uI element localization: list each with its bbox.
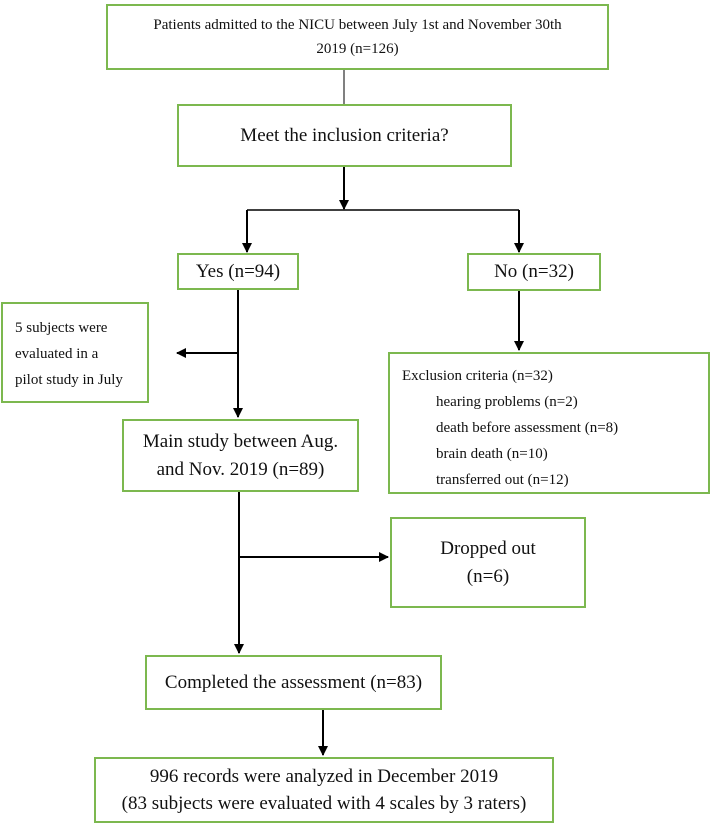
exclusion-item: brain death (n=10) <box>436 446 548 462</box>
exclusion-box: Exclusion criteria (n=32) hearing proble… <box>388 352 710 494</box>
main-line2: and Nov. 2019 (n=89) <box>156 458 325 480</box>
no-box: No (n=32) <box>467 253 601 291</box>
pilot-box: 5 subjects were evaluated in a pilot stu… <box>1 302 149 403</box>
completed-box: Completed the assessment (n=83) <box>145 655 442 710</box>
dropped-line1: Dropped out <box>440 537 536 559</box>
admitted-line2: 2019 (n=126) <box>316 41 399 57</box>
pilot-line1: 5 subjects were <box>15 320 108 336</box>
admitted-box: Patients admitted to the NICU between Ju… <box>106 4 609 70</box>
main-study-box: Main study between Aug. and Nov. 2019 (n… <box>122 419 359 492</box>
inclusion-label: Meet the inclusion criteria? <box>240 124 449 146</box>
analyzed-line1: 996 records were analyzed in December 20… <box>149 766 499 787</box>
pilot-line2: evaluated in a <box>15 346 99 362</box>
yes-label: Yes (n=94) <box>195 260 281 282</box>
analyzed-line2: (83 subjects were evaluated with 4 scale… <box>121 793 527 814</box>
completed-label: Completed the assessment (n=83) <box>164 671 423 693</box>
exclusion-item: hearing problems (n=2) <box>436 394 578 410</box>
exclusion-item: transferred out (n=12) <box>436 472 569 488</box>
dropped-line2: (n=6) <box>466 565 510 587</box>
admitted-line1: Patients admitted to the NICU between Ju… <box>153 17 562 33</box>
yes-box: Yes (n=94) <box>177 253 299 290</box>
inclusion-box: Meet the inclusion criteria? <box>177 104 512 167</box>
exclusion-title: Exclusion criteria (n=32) <box>402 368 553 384</box>
main-line1: Main study between Aug. <box>142 430 339 452</box>
pilot-line3: pilot study in July <box>15 372 123 388</box>
exclusion-item: death before assessment (n=8) <box>436 420 619 436</box>
dropped-box: Dropped out (n=6) <box>390 517 586 608</box>
no-label: No (n=32) <box>494 261 574 282</box>
analyzed-box: 996 records were analyzed in December 20… <box>94 757 554 823</box>
